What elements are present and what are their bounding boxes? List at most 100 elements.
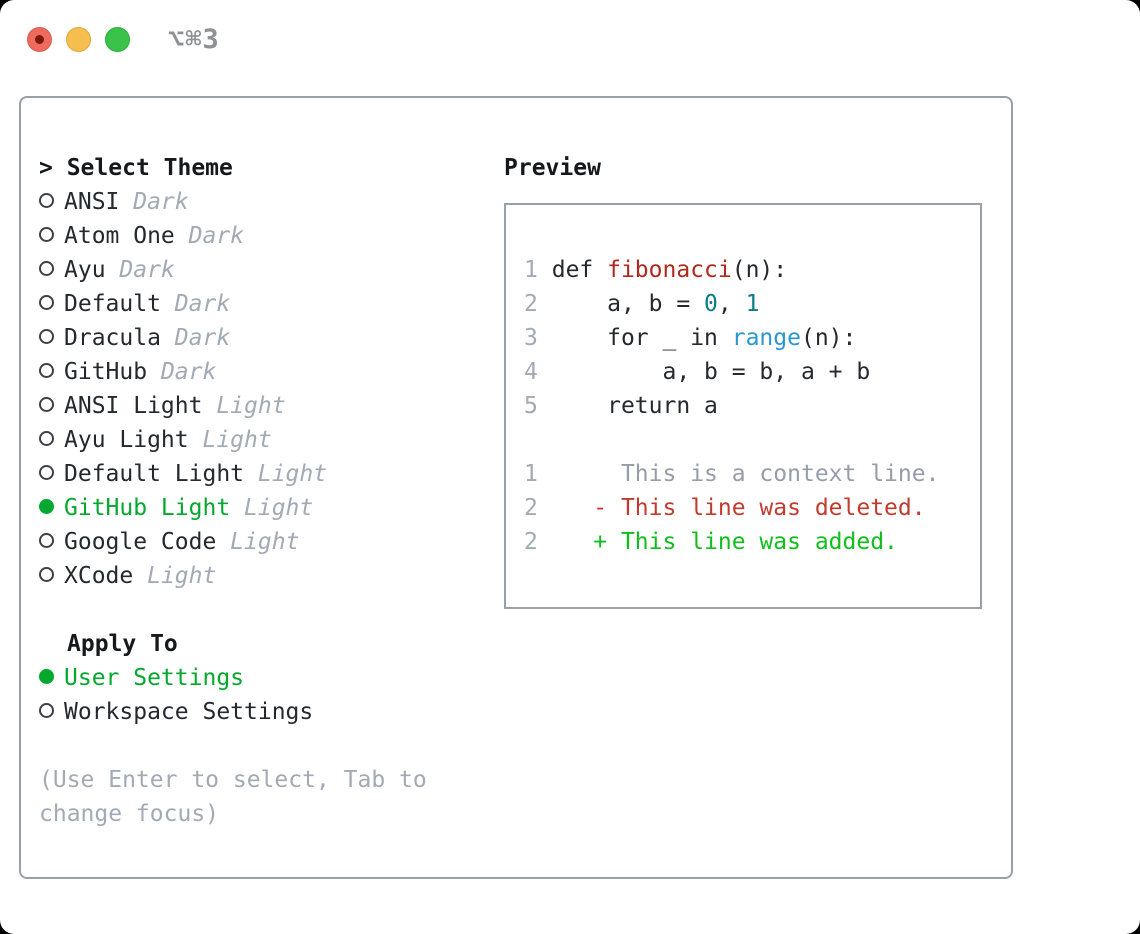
code-token: range [731, 325, 801, 351]
apply-to-label: Workspace Settings [64, 699, 314, 725]
theme-option[interactable]: Dracula Dark [39, 321, 427, 355]
theme-option[interactable]: Default Light Light [39, 457, 427, 491]
apply-to-option[interactable]: Workspace Settings [39, 695, 427, 729]
gap [538, 325, 552, 351]
code-token: for _ in [551, 325, 732, 351]
line-number: 2 [524, 495, 538, 521]
theme-name: Ayu Light [64, 427, 189, 453]
radio-icon [39, 329, 54, 344]
gap [538, 291, 552, 317]
radio-icon [39, 261, 54, 276]
theme-variant: Dark [160, 325, 231, 351]
hint-line-2: change focus) [39, 801, 220, 827]
theme-option[interactable]: ANSI Dark [39, 185, 427, 219]
theme-variant: Light [188, 427, 272, 453]
theme-option[interactable]: Google Code Light [39, 525, 427, 559]
line-number: 3 [524, 325, 538, 351]
hint-line-1: (Use Enter to select, Tab to [39, 767, 427, 793]
theme-name: XCode [64, 563, 134, 589]
unsaved-changes-dot-icon [35, 35, 44, 44]
select-theme-header: > Select Theme [39, 151, 427, 185]
window-titlebar: ⌥⌘3 [27, 24, 220, 55]
radio-icon [39, 431, 54, 446]
window-title: ⌥⌘3 [168, 24, 220, 55]
code-token: a, b = b, a + b [551, 359, 871, 385]
theme-option[interactable]: XCode Light [39, 559, 427, 593]
radio-icon [39, 193, 54, 208]
line-number: 1 [524, 257, 538, 283]
radio-icon [39, 397, 54, 412]
maximize-button[interactable] [105, 27, 130, 52]
radio-selected-icon [39, 669, 54, 684]
radio-icon [39, 295, 54, 310]
line-number: 1 [524, 461, 538, 487]
code-token: 0 [704, 291, 718, 317]
theme-variant: Dark [160, 291, 231, 317]
theme-option[interactable]: GitHub Light Light [39, 491, 427, 525]
preview-column: Preview 1 def fibonacci(n):2 a, b = 0, 1… [504, 151, 982, 609]
code-token: a, b = [551, 291, 705, 317]
diff-line: 2 - This line was deleted. [524, 491, 980, 525]
diff-text: This line was added. [620, 529, 898, 555]
line-number: 5 [524, 393, 538, 419]
code-line: 2 a, b = 0, 1 [524, 287, 980, 321]
theme-variant: Dark [105, 257, 175, 283]
theme-option[interactable]: Atom One Dark [39, 219, 427, 253]
theme-name: Dracula [64, 325, 161, 351]
code-token: return a [551, 393, 718, 419]
theme-name: GitHub Light [64, 495, 231, 521]
line-number: 2 [524, 291, 538, 317]
theme-variant: Light [202, 393, 286, 419]
gap [538, 359, 552, 385]
code-token: (n): [731, 257, 788, 283]
theme-variant: Light [216, 529, 300, 555]
diff-line: 1 This is a context line. [524, 457, 980, 491]
code-token: , [717, 291, 746, 317]
apply-to-option[interactable]: User Settings [39, 661, 427, 695]
theme-name: Atom One [64, 223, 175, 249]
theme-variant: Light [230, 495, 314, 521]
code-token: fibonacci [607, 257, 732, 283]
radio-icon [39, 363, 54, 378]
theme-variant: Light [133, 563, 217, 589]
select-theme-header-label: Select Theme [66, 155, 233, 181]
line-number: 2 [524, 529, 538, 555]
line-number: 4 [524, 359, 538, 385]
minimize-button[interactable] [66, 27, 91, 52]
theme-option[interactable]: GitHub Dark [39, 355, 427, 389]
theme-variant: Dark [147, 359, 217, 385]
diff-marker: + [537, 529, 621, 555]
gap [538, 393, 552, 419]
code-line: 1 def fibonacci(n): [524, 253, 980, 287]
theme-name: Default Light [64, 461, 245, 487]
theme-option[interactable]: Ayu Light Light [39, 423, 427, 457]
gap [538, 257, 552, 283]
spacer [39, 729, 427, 763]
theme-option[interactable]: Default Dark [39, 287, 427, 321]
code-line: 4 a, b = b, a + b [524, 355, 980, 389]
radio-selected-icon [39, 499, 54, 514]
code-line: 3 for _ in range(n): [524, 321, 980, 355]
theme-variant: Light [244, 461, 328, 487]
radio-icon [39, 567, 54, 582]
radio-icon [39, 465, 54, 480]
theme-variant: Dark [174, 223, 245, 249]
theme-variant: Dark [119, 189, 189, 215]
diff-marker: - [537, 495, 621, 521]
radio-icon [39, 227, 54, 242]
prompt-caret: > [39, 155, 67, 181]
code-token: def [551, 257, 608, 283]
theme-option[interactable]: Ayu Dark [39, 253, 427, 287]
diff-marker [538, 461, 621, 487]
theme-name: ANSI [64, 189, 120, 215]
theme-name: Default [64, 291, 161, 317]
theme-option[interactable]: ANSI Light Light [39, 389, 427, 423]
theme-name: GitHub [64, 359, 148, 385]
close-button[interactable] [27, 27, 52, 52]
